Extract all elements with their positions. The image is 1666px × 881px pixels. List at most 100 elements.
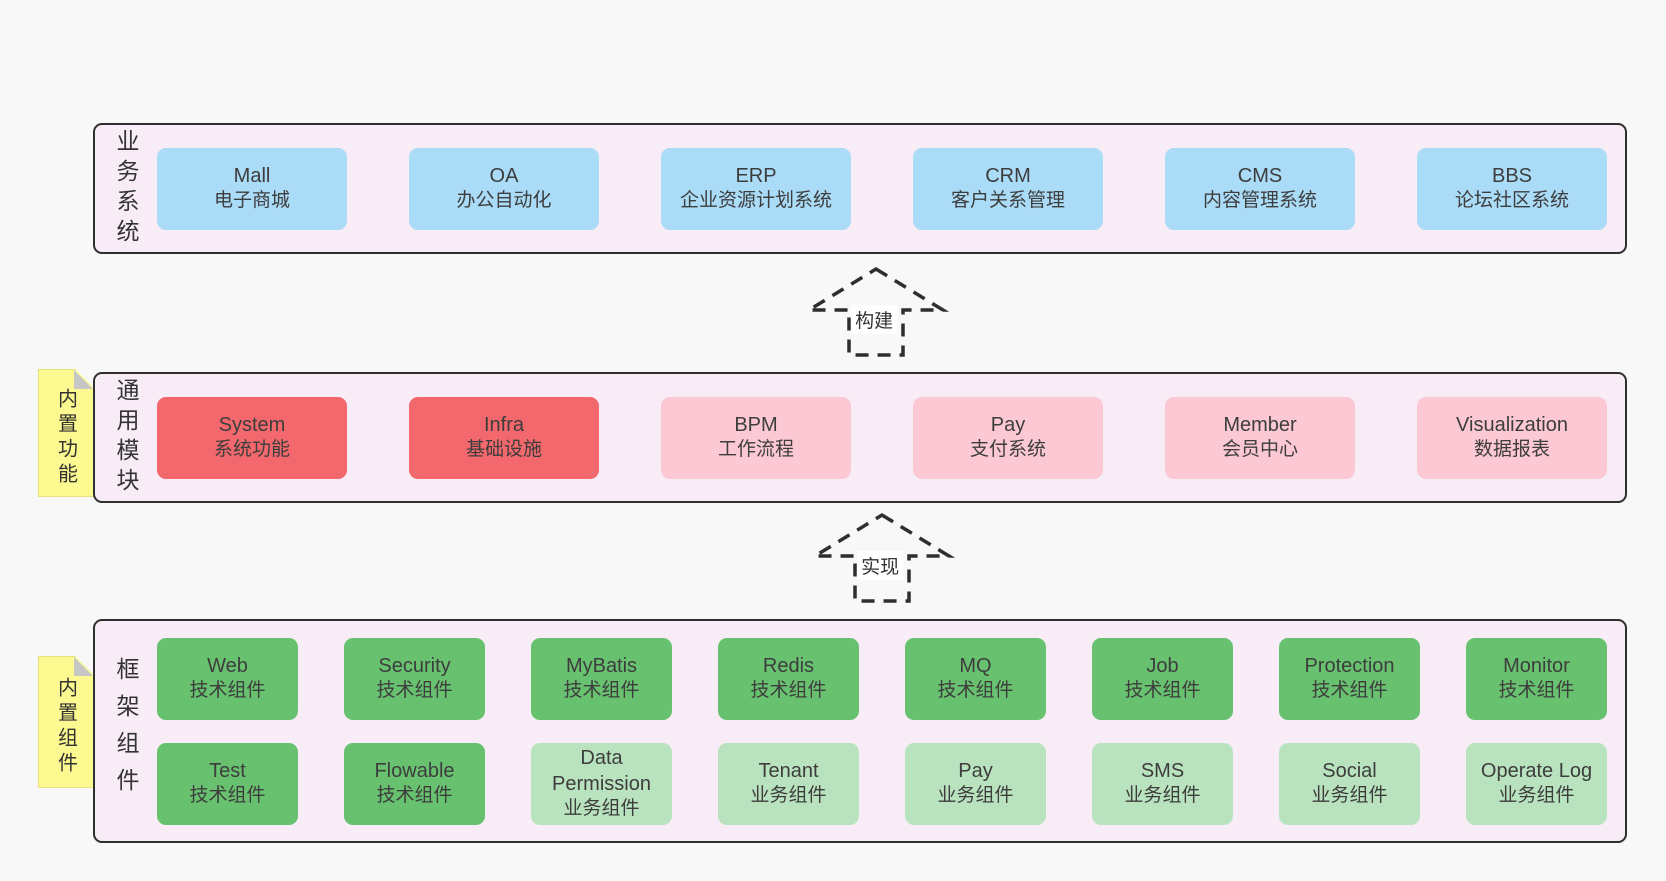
box-title: OA: [489, 165, 519, 188]
box-subtitle: 业务组件: [937, 785, 1014, 807]
section-label: 框架组件: [113, 657, 139, 805]
box-title: Flowable: [374, 760, 455, 783]
sticky-note-text: 内置组件: [54, 677, 77, 777]
box-title: Web: [207, 655, 248, 678]
section-label: 业务系统: [113, 128, 139, 249]
box-title: Social: [1322, 760, 1377, 783]
box-title: Member: [1223, 414, 1297, 437]
folded-corner-icon: [74, 657, 93, 676]
block-arrow-up-icon: [802, 266, 950, 357]
box-title: SMS: [1140, 760, 1185, 783]
box-subtitle: 办公自动化: [456, 190, 552, 212]
box-subtitle: 技术组件: [937, 680, 1014, 702]
box-title: Job: [1146, 655, 1179, 678]
box-subtitle: 支付系统: [969, 439, 1046, 461]
box-title: Mall: [233, 165, 271, 188]
box-title: BBS: [1491, 165, 1533, 188]
box-title: Operate Log: [1480, 760, 1593, 783]
box-title: Data Permission: [552, 747, 651, 796]
box-title: Test: [209, 760, 246, 783]
box-title: Protection: [1304, 655, 1395, 678]
box-subtitle: 企业资源计划系统: [679, 190, 832, 212]
box-subtitle: 技术组件: [189, 785, 266, 807]
box-subtitle: 业务组件: [1124, 785, 1201, 807]
box-title: Monitor: [1503, 655, 1570, 678]
box-title: Infra: [483, 414, 525, 437]
box-subtitle: 技术组件: [1311, 680, 1388, 702]
box-subtitle: 技术组件: [563, 680, 640, 702]
box-subtitle: 客户关系管理: [950, 190, 1065, 212]
box-title: CMS: [1237, 165, 1283, 188]
box-title: System: [218, 414, 286, 437]
box-title: Visualization: [1456, 414, 1568, 437]
box-subtitle: 技术组件: [376, 785, 453, 807]
box-title: BPM: [734, 414, 778, 437]
box-subtitle: 技术组件: [189, 680, 266, 702]
box-subtitle: 技术组件: [750, 680, 827, 702]
box-subtitle: 业务组件: [563, 798, 640, 820]
box-subtitle: 业务组件: [1498, 785, 1575, 807]
sticky-note-built-in-components: 内置组件: [38, 656, 94, 788]
box-subtitle: 工作流程: [717, 439, 794, 461]
box-title: MQ: [959, 655, 992, 678]
box-title: Security: [378, 655, 451, 678]
box-subtitle: 业务组件: [1311, 785, 1388, 807]
box-title: Pay: [990, 414, 1026, 437]
folded-corner-icon: [74, 370, 93, 389]
arrow-label: 实现: [857, 550, 904, 580]
section-label: 通用模块: [113, 377, 139, 498]
box-subtitle: 内容管理系统: [1202, 190, 1317, 212]
box-subtitle: 论坛社区系统: [1454, 190, 1569, 212]
box-subtitle: 技术组件: [1124, 680, 1201, 702]
box-title: Tenant: [758, 760, 819, 783]
implement-arrow-icon: 实现: [808, 512, 956, 604]
box-title: CRM: [985, 165, 1031, 188]
box-subtitle: 电子商城: [213, 190, 290, 212]
box-subtitle: 业务组件: [750, 785, 827, 807]
sticky-note-built-in-features: 内置功能: [38, 369, 94, 497]
box-title: ERP: [735, 165, 777, 188]
box-title: Pay: [958, 760, 993, 783]
box-subtitle: 数据报表: [1473, 439, 1550, 461]
box-subtitle: 技术组件: [1498, 680, 1575, 702]
arrow-label: 构建: [851, 304, 898, 334]
sticky-note-text: 内置功能: [54, 388, 77, 488]
